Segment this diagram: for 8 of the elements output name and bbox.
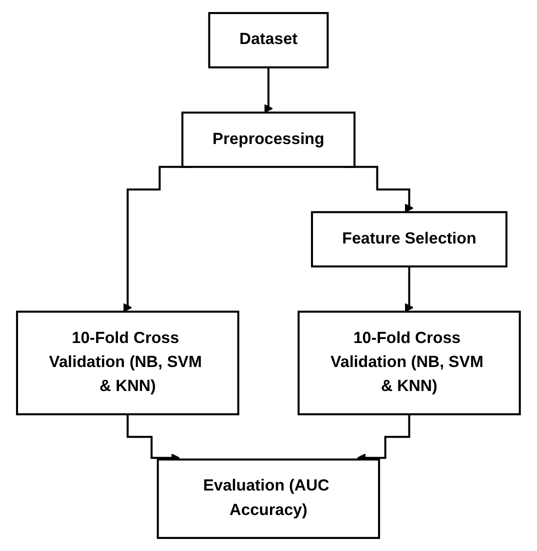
process-box: Evaluation (AUC Accuracy) xyxy=(156,458,380,539)
arrow xyxy=(404,265,414,312)
process-box: Preprocessing xyxy=(181,112,356,168)
process-box: Feature Selection xyxy=(311,211,508,268)
process-box: Dataset xyxy=(208,12,329,68)
arrow xyxy=(264,66,273,113)
process-box: 10-Fold Cross Validation (NB, SVM & KNN) xyxy=(16,310,240,416)
process-box: 10-Fold Cross Validation (NB, SVM & KNN) xyxy=(298,310,521,416)
